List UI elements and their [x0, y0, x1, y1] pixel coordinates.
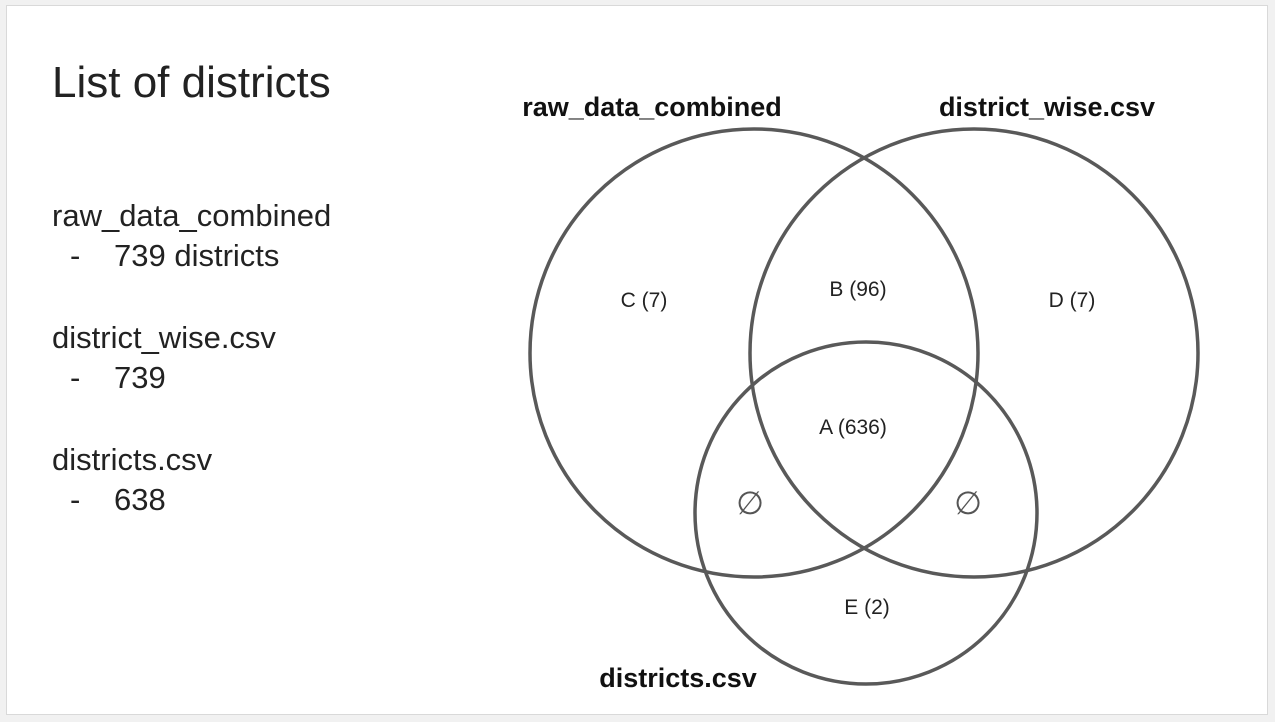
circle-districts	[693, 340, 1039, 686]
list-item-value: 638	[114, 482, 166, 517]
list-dash: -	[70, 238, 81, 273]
region-empty-left: ∅	[736, 484, 764, 522]
list-item-value: 739 districts	[114, 238, 280, 273]
region-empty-right: ∅	[954, 484, 982, 522]
circle-district-wise	[748, 127, 1200, 579]
list-item-name: districts.csv	[52, 442, 213, 477]
region-label-d: D (7)	[1049, 289, 1096, 312]
region-label-a: A (636)	[819, 416, 887, 439]
set-label-raw-data-combined: raw_data_combined	[522, 92, 782, 122]
list-dash: -	[70, 482, 81, 517]
district-list: raw_data_combined -739 districts distric…	[52, 196, 331, 562]
list-item-name: district_wise.csv	[52, 320, 276, 355]
list-item-name: raw_data_combined	[52, 198, 332, 233]
list-item-value: 739	[114, 360, 166, 395]
region-label-e: E (2)	[844, 596, 890, 619]
set-label-district-wise: district_wise.csv	[939, 92, 1155, 122]
list-item: districts.csv -638	[52, 440, 331, 520]
region-label-c: C (7)	[621, 289, 668, 312]
venn-diagram: raw_data_combined district_wise.csv dist…	[522, 92, 1200, 693]
list-dash: -	[70, 360, 81, 395]
region-label-b: B (96)	[829, 278, 886, 301]
list-item: district_wise.csv -739	[52, 318, 331, 398]
circle-raw-data-combined	[528, 127, 980, 579]
list-item: raw_data_combined -739 districts	[52, 196, 331, 276]
slide-title: List of districts	[52, 58, 331, 107]
slide: List of districts raw_data_combined -739…	[6, 5, 1268, 715]
set-label-districts: districts.csv	[599, 663, 757, 693]
